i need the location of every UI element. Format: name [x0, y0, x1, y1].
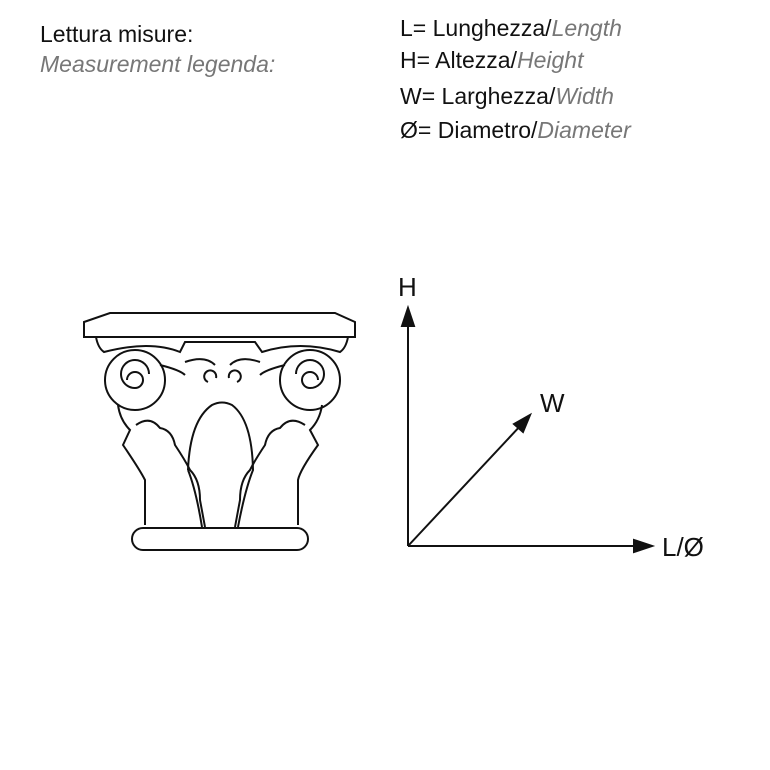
- legend-subtitle: Measurement legenda:: [40, 51, 276, 77]
- w-arrow-icon: [512, 412, 533, 434]
- axis-label-l: L/Ø: [662, 532, 704, 562]
- l-arrow-icon: [633, 538, 656, 554]
- axis-label-w: W: [540, 388, 565, 418]
- legend-item-width: W= Larghezza/Width: [400, 83, 614, 109]
- legend-title: Lettura misure:: [40, 21, 194, 47]
- axes: [400, 304, 656, 554]
- capital-drawing: [83, 312, 356, 551]
- axis-label-h: H: [398, 272, 417, 302]
- legend-item-diameter: Ø= Diametro/Diameter: [400, 117, 631, 143]
- legend-item-length: L= Lunghezza/Length: [400, 15, 622, 41]
- w-axis: [407, 423, 523, 547]
- legend-item-height: H= Altezza/Height: [400, 47, 584, 73]
- h-arrow-icon: [400, 304, 416, 327]
